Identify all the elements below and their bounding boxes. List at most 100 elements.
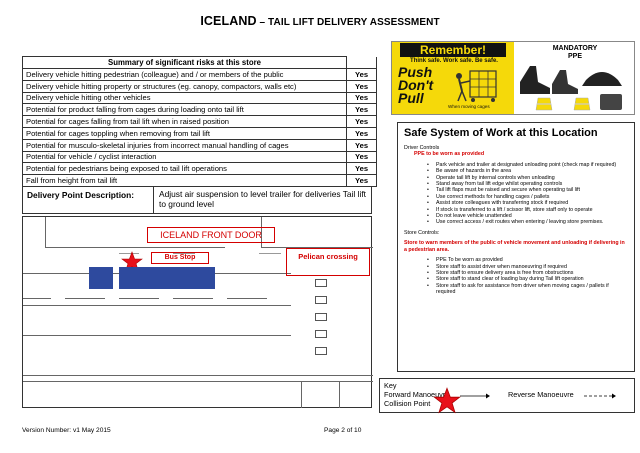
- answer-column-header: [346, 56, 377, 69]
- table-row: Potential for vehicle / cyclist interact…: [22, 150, 377, 164]
- table-row: Potential for pedestrians being exposed …: [22, 162, 377, 176]
- collision-star-icon: [121, 251, 143, 272]
- page-number: Page 2 of 10: [324, 427, 362, 434]
- list-item: Tail lift flaps must be raised and secur…: [427, 187, 628, 194]
- store-wall-line: [45, 247, 225, 248]
- risk-description: Potential for cages falling from tail li…: [22, 115, 347, 128]
- store-wall-line-right: [261, 247, 373, 248]
- poster-remember: Remember!: [400, 43, 506, 57]
- ssw-heading: Safe System of Work at this Location: [404, 127, 598, 139]
- list-item: Operate tail lift by internal controls w…: [427, 175, 628, 182]
- poster-think-safe: Think safe. Work safe. Be safe.: [410, 58, 498, 64]
- poster-ppe: PPE: [567, 53, 582, 60]
- store-warning: Store to warn members of the public of v…: [404, 240, 625, 253]
- poster-dont: Don't: [398, 77, 434, 93]
- key-collision-label: Collision Point: [384, 399, 431, 408]
- list-item: Store staff to ensure delivery area is f…: [427, 270, 628, 277]
- door-step: [259, 253, 281, 254]
- driver-controls-title: Driver Controls: [404, 145, 440, 151]
- list-item: Store staff to stand clear of loading ba…: [427, 276, 628, 283]
- list-item: Assist store colleagues with transferrin…: [427, 200, 628, 207]
- table-row: Potential for cages toppling when removi…: [22, 126, 377, 140]
- table-row: Potential for product falling from cages…: [22, 103, 377, 117]
- road-centre-line: [23, 305, 291, 306]
- risk-description: Delivery vehicle hitting pedestrian (col…: [22, 68, 347, 81]
- delivery-point-text: Adjust air suspension to level trailer f…: [159, 189, 366, 209]
- bus-stop-label: Bus Stop: [151, 252, 209, 264]
- delivery-point-box: Delivery Point Description: Adjust air s…: [22, 186, 372, 214]
- risk-description: Potential for product falling from cages…: [22, 103, 347, 117]
- road-line: [173, 298, 213, 299]
- key-reverse-label: Reverse Manoeuvre: [508, 390, 574, 399]
- list-item: Use correct access / exit routes when en…: [427, 219, 628, 226]
- dashed-arrow-icon: [584, 393, 616, 399]
- road-line: [119, 298, 159, 299]
- risk-answer: Yes: [346, 68, 377, 81]
- ppe-items-icon: [520, 66, 622, 111]
- pelican-crossing-label: Pelican crossing: [286, 248, 370, 276]
- risk-description: Potential for musculo-skeletal injuries …: [22, 138, 347, 152]
- crossing-stripe: [315, 347, 327, 355]
- crossing-stripe: [315, 330, 327, 338]
- list-item: Use correct methods for handling cages /…: [427, 194, 628, 201]
- list-item: Do not leave vehicle unattended: [427, 213, 628, 220]
- poster-mandatory-ppe: MANDATORY PPE: [516, 45, 634, 61]
- list-item: Be aware of hazards in the area: [427, 168, 628, 175]
- risk-answer: Yes: [346, 162, 377, 176]
- risk-answer: Yes: [346, 103, 377, 117]
- table-row: Delivery vehicle hitting pedestrian (col…: [22, 68, 377, 81]
- site-map: ICELAND FRONT DOOR Bus Stop Pelican cros…: [22, 216, 373, 408]
- list-item: Stand away from tail lift edge whilst op…: [427, 181, 628, 188]
- version-number: Version Number: v1 May 2015: [22, 427, 111, 434]
- cage-trolley-icon: [456, 70, 497, 102]
- risk-description: Potential for vehicle / cyclist interact…: [22, 150, 347, 164]
- risk-answer: Yes: [346, 79, 377, 93]
- crossing-stripe: [315, 279, 327, 287]
- driver-controls-list: Park vehicle and trailer at designated u…: [404, 162, 628, 226]
- side-road-left: [301, 382, 302, 408]
- list-item: PPE To be worn as provided: [427, 257, 628, 264]
- risk-summary-table: Summary of significant risks at this sto…: [22, 56, 377, 187]
- safe-system-of-work: Safe System of Work at this Location Dri…: [397, 122, 635, 372]
- table-row: Delivery vehicle hitting property or str…: [22, 79, 377, 93]
- delivery-point-label: Delivery Point Description:: [23, 187, 154, 213]
- collision-point-star-icon: [433, 387, 461, 414]
- list-item: Store staff to ask for assistance from d…: [427, 283, 628, 296]
- risk-answer: Yes: [346, 138, 377, 152]
- risk-answer: Yes: [346, 174, 377, 187]
- risk-description: Delivery vehicle hitting property or str…: [22, 79, 347, 93]
- key-title: Key: [384, 381, 397, 390]
- solid-arrow-icon: [460, 393, 490, 399]
- iceland-front-door-label: ICELAND FRONT DOOR: [147, 227, 275, 243]
- list-item: Park vehicle and trailer at designated u…: [427, 162, 628, 169]
- door-step: [173, 253, 195, 254]
- poster-cages-caption: When moving cages: [448, 104, 490, 109]
- table-row: Potential for musculo-skeletal injuries …: [22, 138, 377, 152]
- risk-description: Potential for pedestrians being exposed …: [22, 162, 347, 176]
- list-item: If stock is transferred to a lift / scis…: [427, 207, 628, 214]
- store-wall-left: [45, 217, 46, 247]
- risk-description: Fall from height from tail lift: [22, 174, 347, 187]
- vehicle-trailer: [119, 267, 215, 289]
- risk-table-body: Delivery vehicle hitting pedestrian (col…: [22, 68, 377, 187]
- road-line: [227, 298, 267, 299]
- road-far-edge: [23, 375, 373, 376]
- driver-ppe-note: PPE to be worn as provided: [414, 151, 485, 158]
- poster-push: Push: [398, 64, 433, 80]
- road-line: [23, 298, 51, 299]
- title-dash: –: [256, 17, 269, 28]
- risk-answer: Yes: [346, 91, 377, 105]
- store-controls-list: PPE To be worn as providedStore staff to…: [404, 257, 628, 295]
- poster-pull: Pull: [398, 90, 424, 106]
- road-lane-line: [23, 335, 291, 336]
- poster-mandatory: MANDATORY: [552, 45, 598, 52]
- crossing-stripe: [315, 296, 327, 304]
- crossing-stripe: [315, 313, 327, 321]
- road-far-pavement: [23, 381, 373, 382]
- table-header-row: Summary of significant risks at this sto…: [22, 56, 377, 69]
- page-title: ICELAND – TAIL LIFT DELIVERY ASSESSMENT: [0, 14, 640, 28]
- key-forward-label: Forward Manoeuvre: [384, 390, 450, 399]
- vehicle-cab: [89, 267, 113, 289]
- table-row: Potential for cages falling from tail li…: [22, 115, 377, 128]
